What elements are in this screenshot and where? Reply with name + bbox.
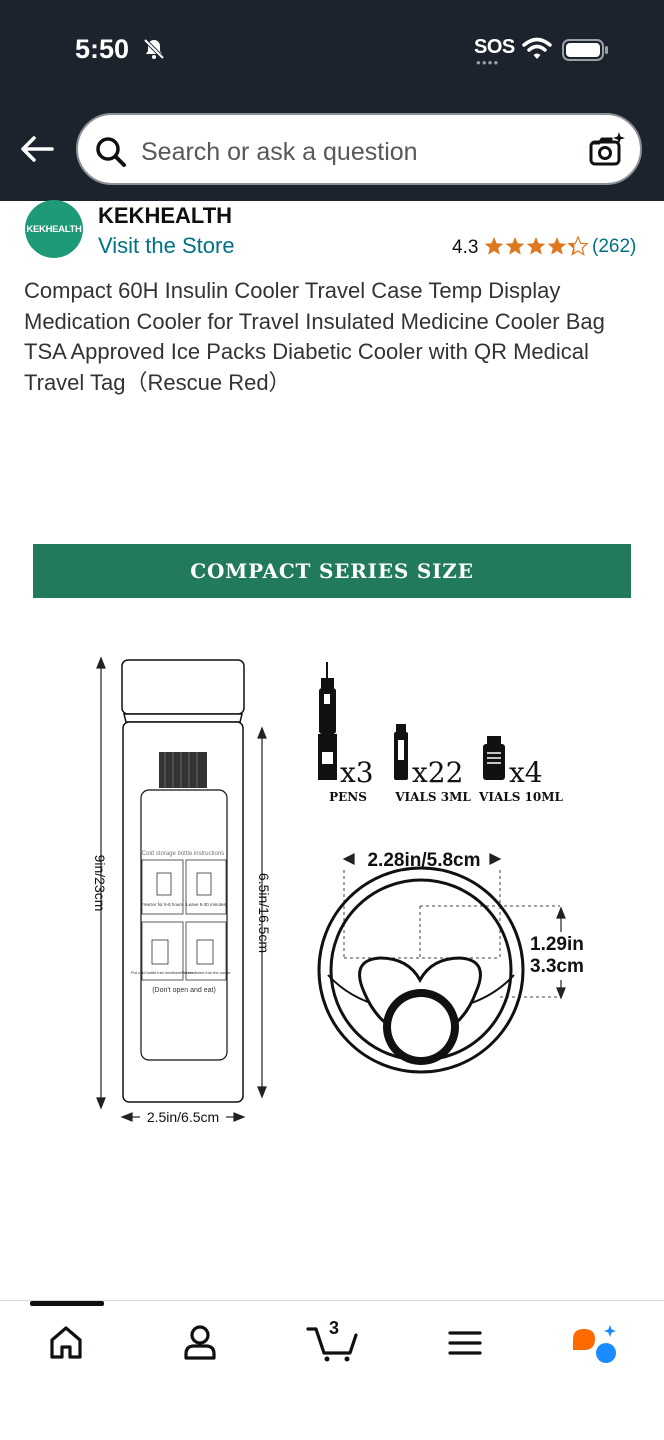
star-icon: [526, 237, 546, 255]
camera-search-icon[interactable]: [588, 131, 626, 174]
search-header: Search or ask a question: [0, 100, 664, 201]
depth-in-label: 1.29in: [530, 934, 584, 955]
pen-illustration: [318, 662, 337, 780]
star-icon: [484, 237, 504, 255]
cart-icon[interactable]: [306, 1323, 358, 1368]
vials3-label: VIALS 3ML: [394, 790, 471, 804]
diameter-label: 2.28in/5.8cm: [367, 850, 480, 871]
star-icon: [547, 237, 567, 255]
product-title: Compact 60H Insulin Cooler Travel Case T…: [24, 278, 605, 395]
vials3-count: x22: [412, 756, 463, 789]
active-tab-indicator: [30, 1301, 104, 1306]
inner-bottle-cap: [159, 752, 207, 788]
pens-count: x3: [340, 756, 374, 789]
status-time: 5:50: [75, 34, 130, 64]
bell-muted-icon: [142, 37, 166, 66]
vial-10ml-illustration: [483, 736, 505, 780]
star-half-icon: [568, 236, 588, 256]
search-icon: [94, 135, 128, 174]
star-icon: [505, 237, 525, 255]
menu-icon[interactable]: [448, 1323, 482, 1366]
bottom-nav: 3: [0, 1300, 664, 1440]
vial-3ml-illustration: [394, 724, 408, 780]
step-4-text: Put medicine into the cooler: [181, 970, 231, 975]
step-2-text: Leave 5-30 minutes: [186, 902, 226, 907]
step-1-text: Freezer for 6-8 hours: [141, 902, 184, 907]
wifi-icon: [522, 37, 552, 66]
star-rating[interactable]: [484, 235, 590, 262]
account-icon[interactable]: [182, 1323, 218, 1366]
sos-indicator: SOS: [474, 36, 515, 58]
cart-count: 3: [329, 1318, 340, 1338]
rating-count-link[interactable]: (262): [592, 236, 637, 257]
bottle-note: (Don't open and eat): [152, 987, 216, 994]
battery-icon: [562, 38, 610, 67]
brand-name: KEKHEALTH: [98, 203, 233, 228]
vials10-label: VIALS 10ML: [478, 790, 563, 804]
home-icon[interactable]: [48, 1323, 84, 1366]
width-label: 2.5in/6.5cm: [147, 1109, 219, 1125]
search-placeholder: Search or ask a question: [141, 138, 418, 166]
vials10-count: x4: [509, 756, 543, 789]
step-3-text: Put cold bottle into medicine cooler: [131, 970, 194, 975]
signal-dots: ●●●●: [476, 58, 500, 67]
inner-height-label: 6.5in/16.5cm: [256, 873, 272, 953]
product-image[interactable]: 9in/23cm Cold storage bottle instruction…: [0, 640, 664, 1140]
rating-value: 4.3: [452, 237, 479, 258]
depth-cm-label: 3.3cm: [530, 956, 584, 977]
visit-store-link[interactable]: Visit the Store: [98, 233, 235, 258]
back-arrow-icon[interactable]: [18, 133, 56, 170]
instructions-title: Cold storage bottle instructions: [142, 851, 224, 857]
rufus-assistant-icon[interactable]: [570, 1323, 620, 1370]
outer-height-label: 9in/23cm: [92, 855, 108, 912]
image-banner: COMPACT SERIES SIZE: [33, 544, 631, 598]
store-logo[interactable]: KEKHEALTH: [25, 200, 83, 258]
pens-label: PENS: [329, 790, 367, 804]
search-input[interactable]: Search or ask a question: [76, 113, 642, 185]
status-bar: 5:50 SOS ●●●●: [0, 0, 664, 100]
